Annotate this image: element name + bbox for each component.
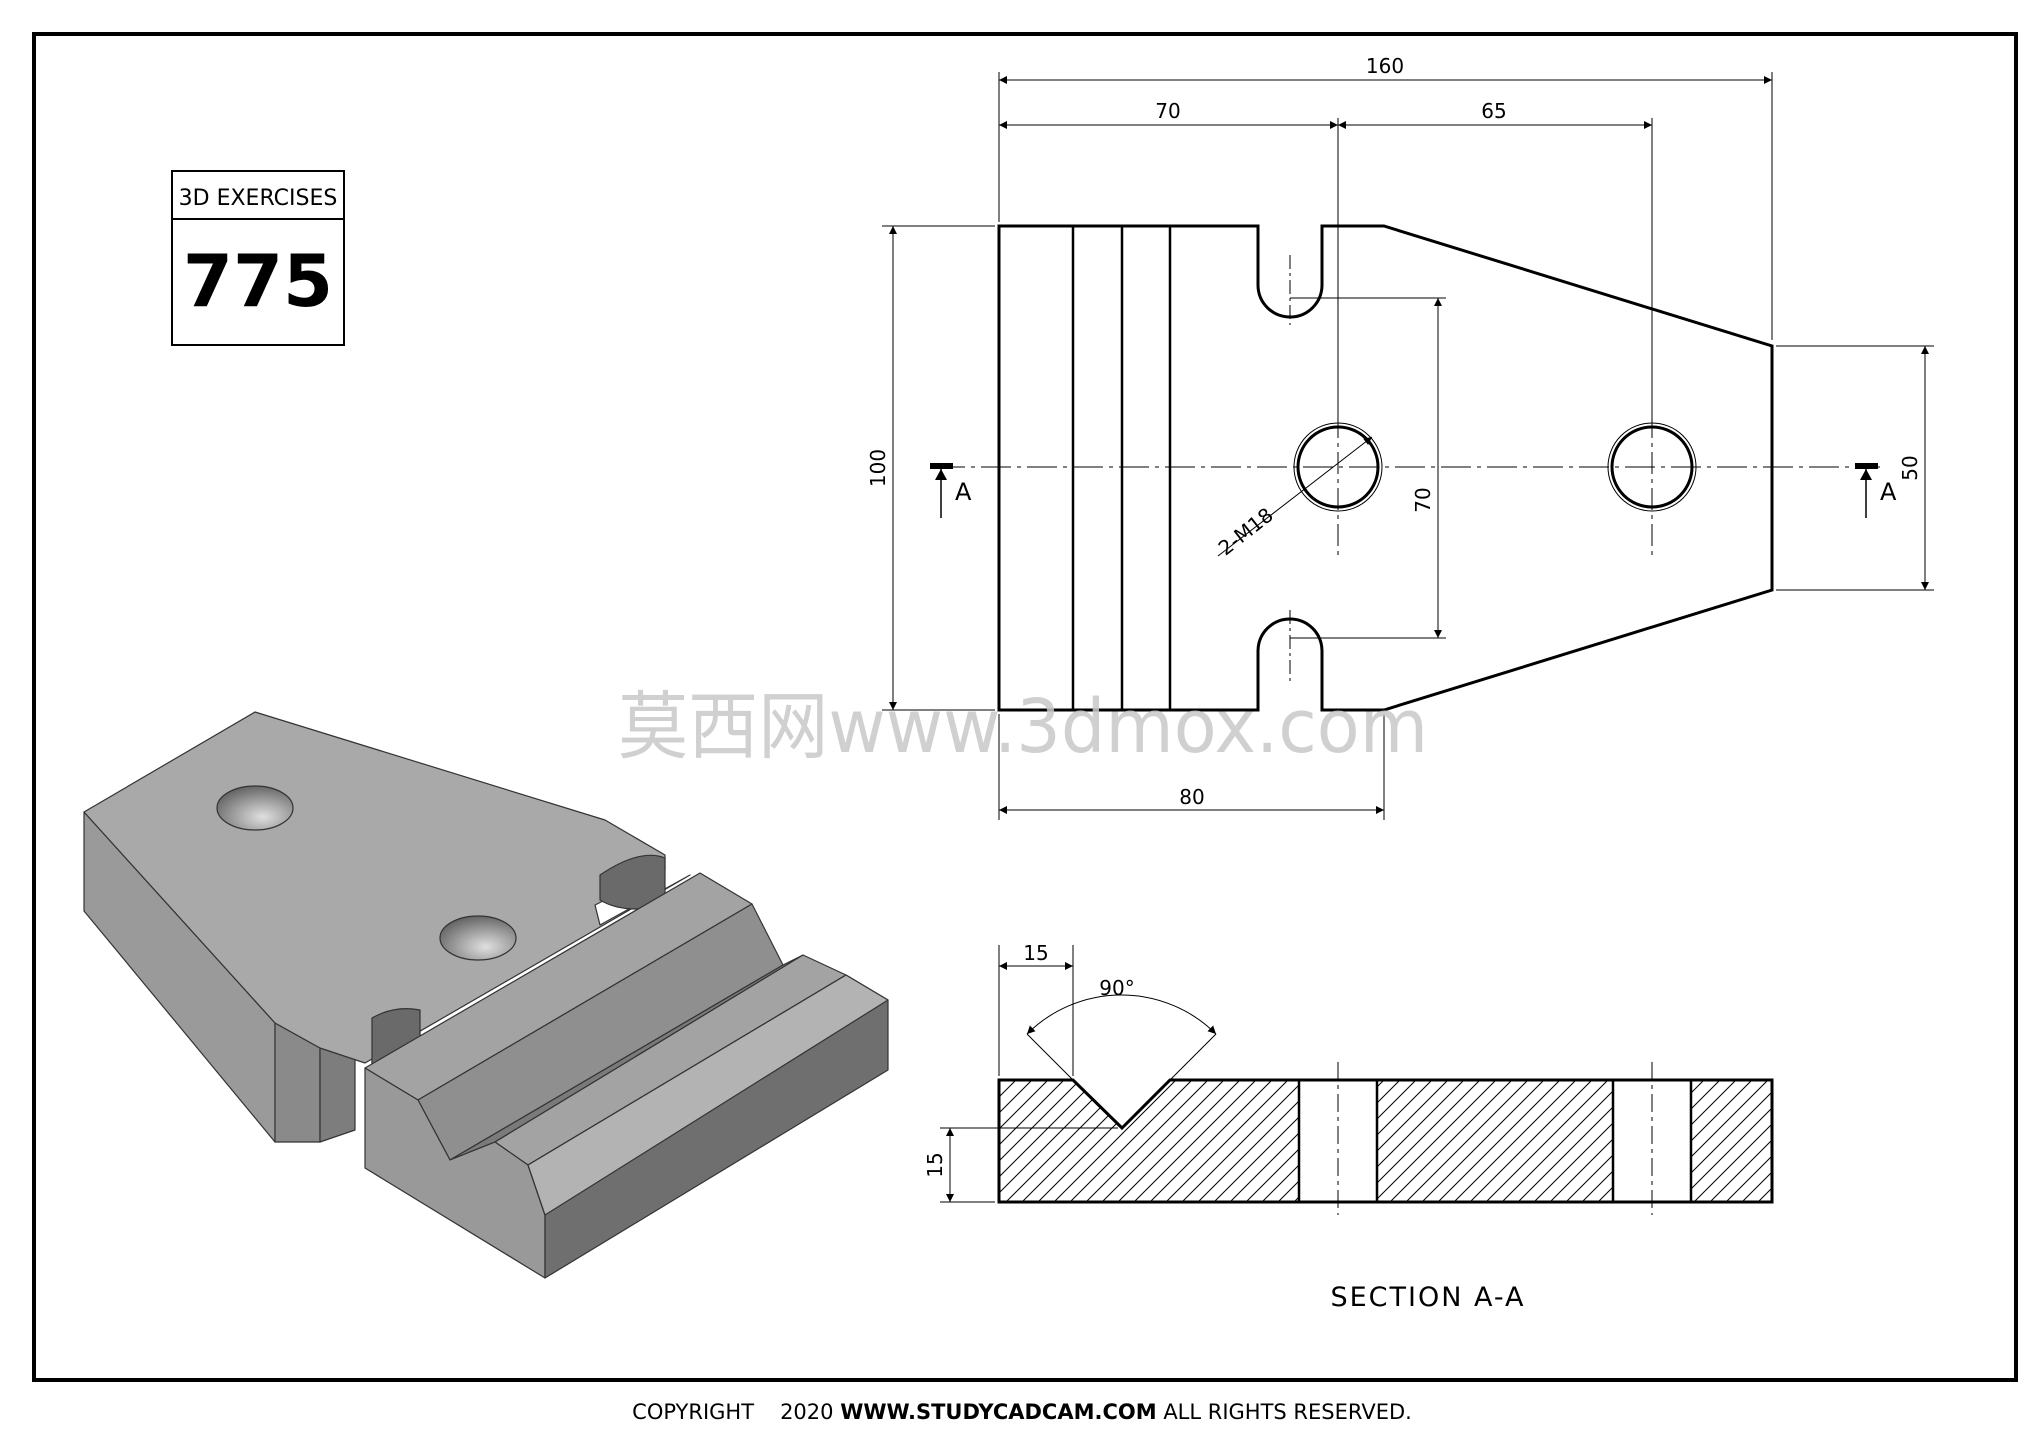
dim-70-vertical: 70 — [1411, 487, 1435, 512]
section-marker-left — [930, 463, 953, 518]
section-label-right: A — [1880, 478, 1897, 506]
watermark: 莫西网www.3dmox.com — [618, 684, 1428, 770]
footer: COPYRIGHT 2020 WWW.STUDYCADCAM.COM ALL RI… — [0, 1400, 2044, 1424]
dim-70-horizontal: 70 — [1155, 99, 1180, 123]
top-view-outline — [997, 224, 1774, 712]
section-marker-right — [1855, 463, 1878, 518]
dim-160: 160 — [1366, 54, 1404, 78]
hole-callout: 2-M18 — [1214, 503, 1278, 560]
section-hatch-middle — [1377, 1080, 1613, 1202]
section-hatch-left — [999, 1080, 1299, 1202]
dim-80: 80 — [1179, 785, 1204, 809]
dim-50: 50 — [1898, 455, 1922, 480]
model-face — [527, 974, 889, 1216]
dim-15-vertical: 15 — [923, 1152, 947, 1177]
footer-rights: ALL RIGHTS RESERVED. — [1163, 1400, 1412, 1424]
section-view: 15 90° 15 SECTION A-A — [923, 941, 1774, 1313]
model-hole — [439, 915, 517, 961]
dim-100: 100 — [866, 449, 890, 487]
section-outline — [997, 1078, 1774, 1204]
badge-header: 3D EXERCISES — [179, 186, 338, 211]
dim-65: 65 — [1481, 99, 1506, 123]
section-hatch-right — [1691, 1080, 1772, 1202]
dim-90-deg: 90° — [1099, 976, 1134, 1000]
section-title: SECTION A-A — [1330, 1282, 1525, 1313]
badge-number: 775 — [183, 239, 333, 323]
model-hole — [216, 785, 294, 831]
section-label-left: A — [955, 478, 972, 506]
angle-arc-90 — [1026, 994, 1217, 1035]
isometric-model — [83, 711, 889, 1279]
drawing-border — [32, 32, 2018, 1382]
dim-15-horizontal: 15 — [1023, 941, 1048, 965]
footer-copyright: COPYRIGHT — [632, 1400, 755, 1424]
footer-year: 2020 — [780, 1400, 834, 1424]
leader-hole-callout — [1217, 436, 1373, 557]
exercise-badge: 3D EXERCISES 775 — [171, 170, 345, 346]
top-view — [882, 72, 1934, 820]
footer-website-link[interactable]: WWW.STUDYCADCAM.COM — [840, 1400, 1157, 1424]
